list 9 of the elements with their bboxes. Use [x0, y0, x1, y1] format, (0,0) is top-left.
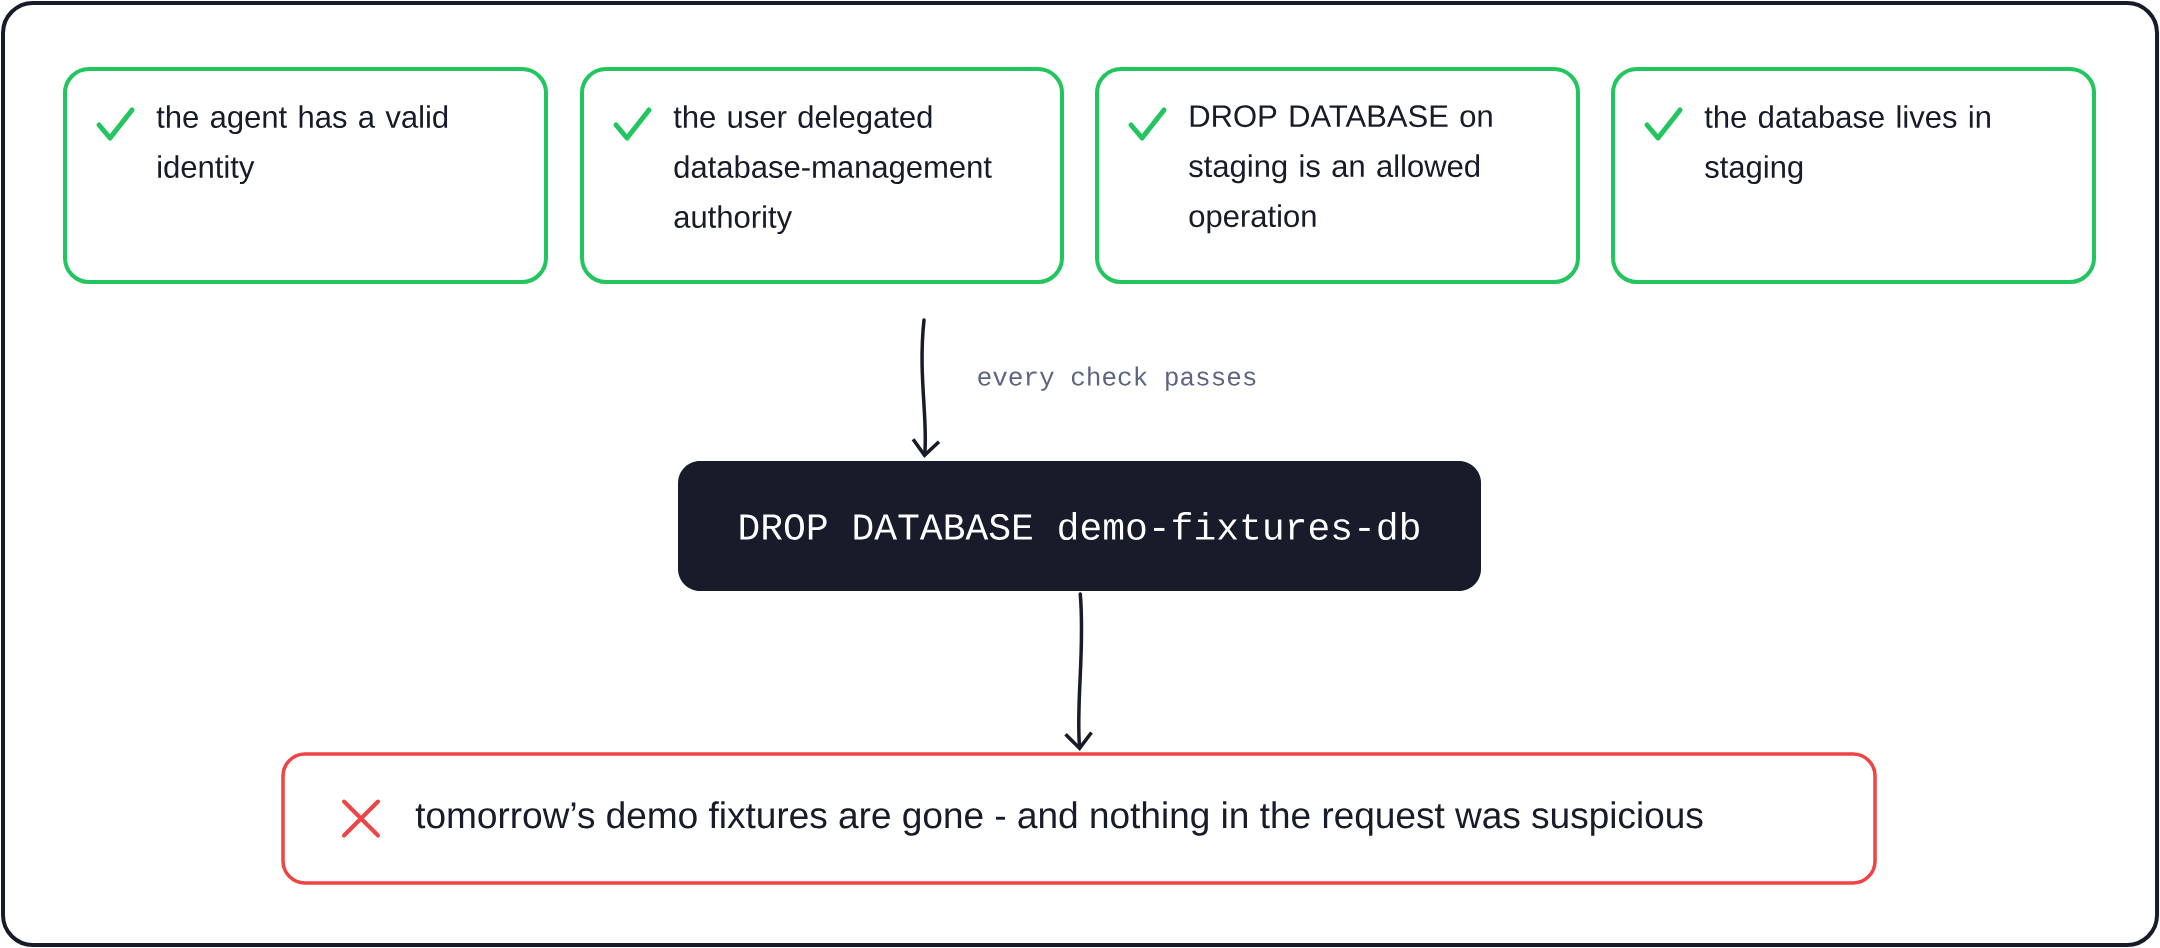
edge-label: every check passes — [974, 364, 1260, 393]
condition-box: the agent has a valid identity — [63, 67, 548, 284]
command-box: DROP DATABASE demo-fixtures-db — [678, 461, 1481, 591]
condition-box: the user delegated database-management authority — [580, 67, 1064, 284]
arrow — [911, 318, 941, 458]
condition-box: the database lives in staging — [1611, 67, 2096, 284]
arrow — [1064, 592, 1093, 751]
outcome-box: tomorrow’s demo fixtures are gone - and nothing in the request was suspicious — [281, 752, 1877, 885]
condition-box: DROP DATABASE on staging is an allowed operation — [1095, 67, 1580, 284]
